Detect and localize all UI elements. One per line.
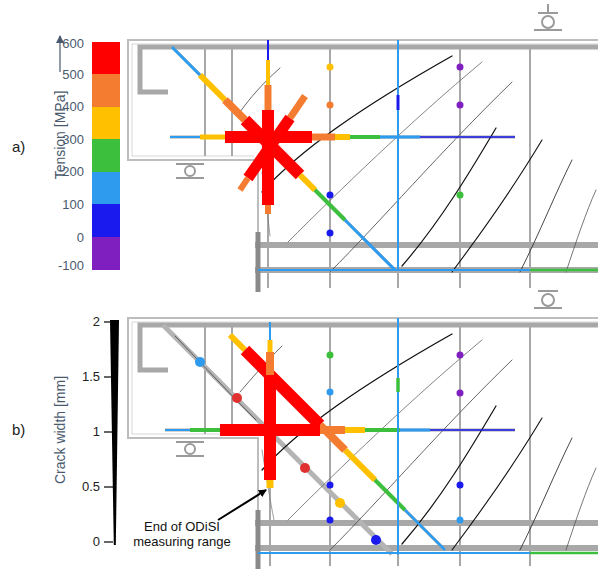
panel-label: a) bbox=[12, 138, 25, 155]
scale-tick-label: 1 bbox=[93, 425, 100, 440]
scale-tick-label: 300 bbox=[62, 133, 84, 148]
sensor-dots bbox=[327, 64, 464, 237]
scale-tick-label: 600 bbox=[62, 37, 84, 52]
cracks bbox=[240, 56, 596, 272]
scale-tick-label: 1.5 bbox=[82, 370, 100, 385]
scale-tick-label: 2 bbox=[93, 315, 100, 330]
cracks bbox=[175, 334, 596, 550]
panel-label: b) bbox=[12, 421, 25, 438]
axis-title: Crack width [mm] bbox=[52, 376, 68, 484]
scale-tick-label: -100 bbox=[58, 259, 84, 274]
scale-tick-label: 0 bbox=[93, 535, 100, 550]
annotation-note: End of ODiSI measuring range bbox=[126, 520, 238, 550]
axis-arrow bbox=[59, 36, 60, 72]
beam-outline-inner bbox=[132, 322, 598, 434]
scale-tick-label: 100 bbox=[62, 198, 84, 213]
vertical-bar bbox=[256, 232, 261, 292]
support-symbol bbox=[176, 291, 562, 456]
support-symbol bbox=[176, 4, 562, 178]
panel-b bbox=[104, 291, 598, 569]
beam-outline-inner bbox=[132, 44, 598, 156]
scale-tick-label: 0.5 bbox=[82, 480, 100, 495]
beam-outline bbox=[128, 40, 598, 292]
reinforcement bbox=[140, 45, 598, 288]
leader-arrow bbox=[218, 490, 266, 520]
tension-color-bar bbox=[92, 42, 120, 270]
scale-ticks bbox=[104, 322, 113, 542]
crack-dots bbox=[195, 357, 381, 545]
panel-a bbox=[60, 4, 598, 292]
scale-tick-label: 200 bbox=[62, 165, 84, 180]
strain-lines bbox=[165, 318, 598, 555]
strain-lines bbox=[170, 40, 598, 270]
scale-tick-label: 500 bbox=[62, 68, 84, 83]
vertical-bar bbox=[256, 510, 261, 569]
scale-tick-label: 0 bbox=[77, 231, 84, 246]
sensor-dots bbox=[327, 352, 464, 524]
scale-tick-label: 400 bbox=[62, 100, 84, 115]
